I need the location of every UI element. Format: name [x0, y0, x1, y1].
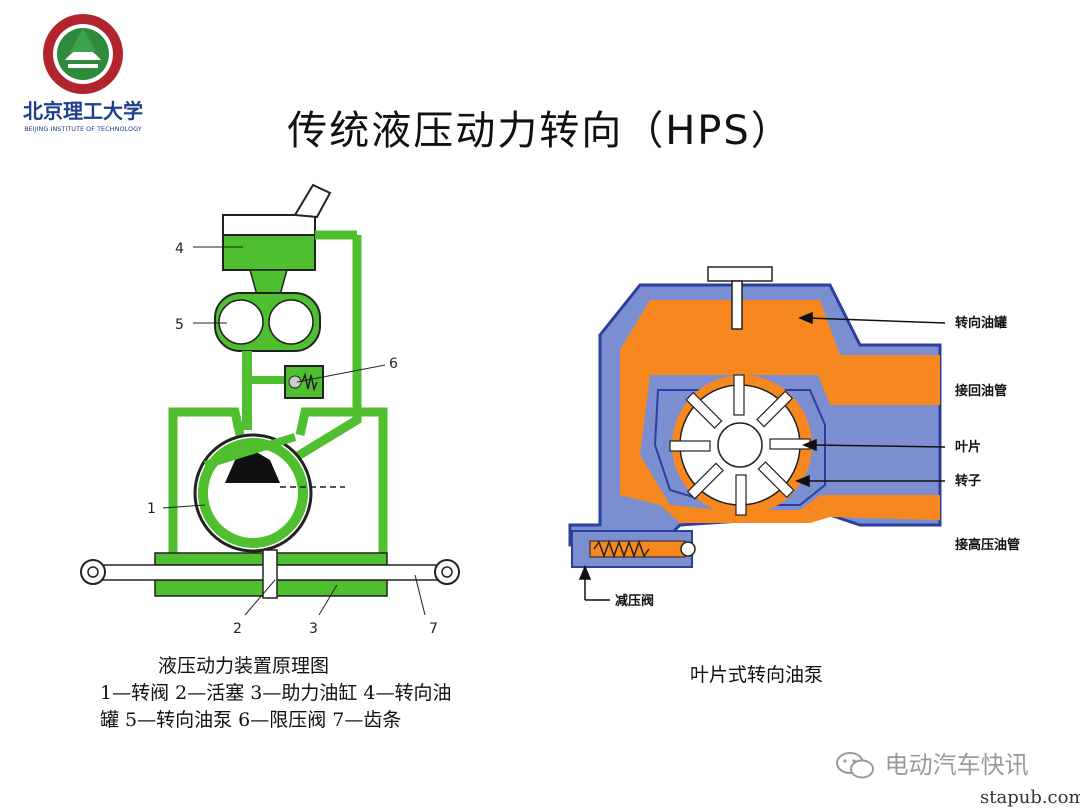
vane-pump-diagram: 转向油罐 接回油管 叶片 转子 接高压油管 减压阀 [560, 255, 1060, 615]
label-4: 4 [175, 241, 184, 257]
label-vane: 叶片 [955, 439, 981, 455]
vanes [669, 374, 811, 516]
left-caption-line1: 1—转阀 2—活塞 3—助力油缸 4—转向油 [100, 682, 452, 704]
label-return-pipe: 接回油管 [955, 383, 1007, 399]
label-reducing-valve: 减压阀 [615, 593, 654, 609]
label-7: 7 [429, 621, 438, 637]
label-reservoir: 转向油罐 [955, 315, 1007, 331]
label-high-pressure-pipe: 接高压油管 [955, 537, 1020, 553]
watermark-site: stapub.com [980, 787, 1080, 808]
left-caption-line2: 罐 5—转向油泵 6—限压阀 7—齿条 [100, 709, 402, 731]
label-1: 1 [147, 501, 156, 517]
label-2: 2 [233, 621, 242, 637]
oil-channel [620, 300, 940, 523]
piston [262, 549, 278, 599]
label-6: 6 [389, 356, 398, 372]
logo-name-en: BEIJING INSTITUTE OF TECHNOLOGY [24, 125, 142, 133]
wechat-icon [836, 752, 874, 779]
university-logo: 北京理工大学 BEIJING INSTITUTE OF TECHNOLOGY [10, 8, 155, 138]
rotary-valve [193, 433, 313, 553]
left-caption-title: 液压动力装置原理图 [158, 655, 330, 677]
page-title: 传统液压动力转向（HPS） [287, 108, 793, 154]
logo-name-cn: 北京理工大学 [23, 99, 143, 123]
watermark-account: 电动汽车快讯 [835, 745, 1029, 782]
right-caption: 叶片式转向油泵 [690, 664, 824, 686]
label-rotor: 转子 [955, 473, 981, 489]
label-3: 3 [309, 621, 318, 637]
hydraulic-schematic: 4 5 6 1 2 3 7 [75, 175, 475, 645]
watermark-account-name: 电动汽车快讯 [884, 751, 1029, 779]
label-5: 5 [175, 317, 184, 333]
seal-icon [43, 14, 123, 94]
